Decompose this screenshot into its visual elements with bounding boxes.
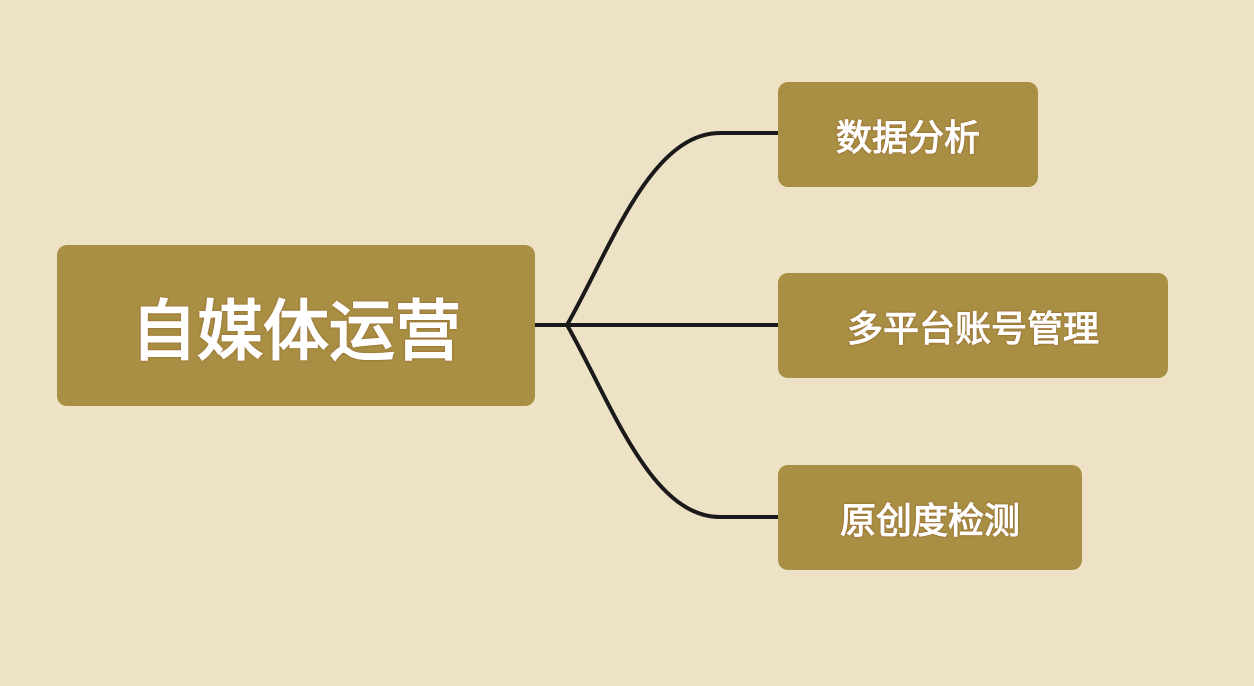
connector-to-data-analysis [565,131,778,326]
child-node-originality-check: 原创度检测 [778,465,1082,570]
connector-to-originality-check [565,324,778,519]
child-node-account-management: 多平台账号管理 [778,273,1168,378]
child-label: 数据分析 [835,117,980,159]
root-label: 自媒体运营 [131,292,461,370]
child-node-data-analysis: 数据分析 [778,82,1038,187]
child-label: 多平台账号管理 [846,308,1099,350]
root-node: 自媒体运营 [57,245,535,406]
child-label: 原创度检测 [839,500,1020,542]
